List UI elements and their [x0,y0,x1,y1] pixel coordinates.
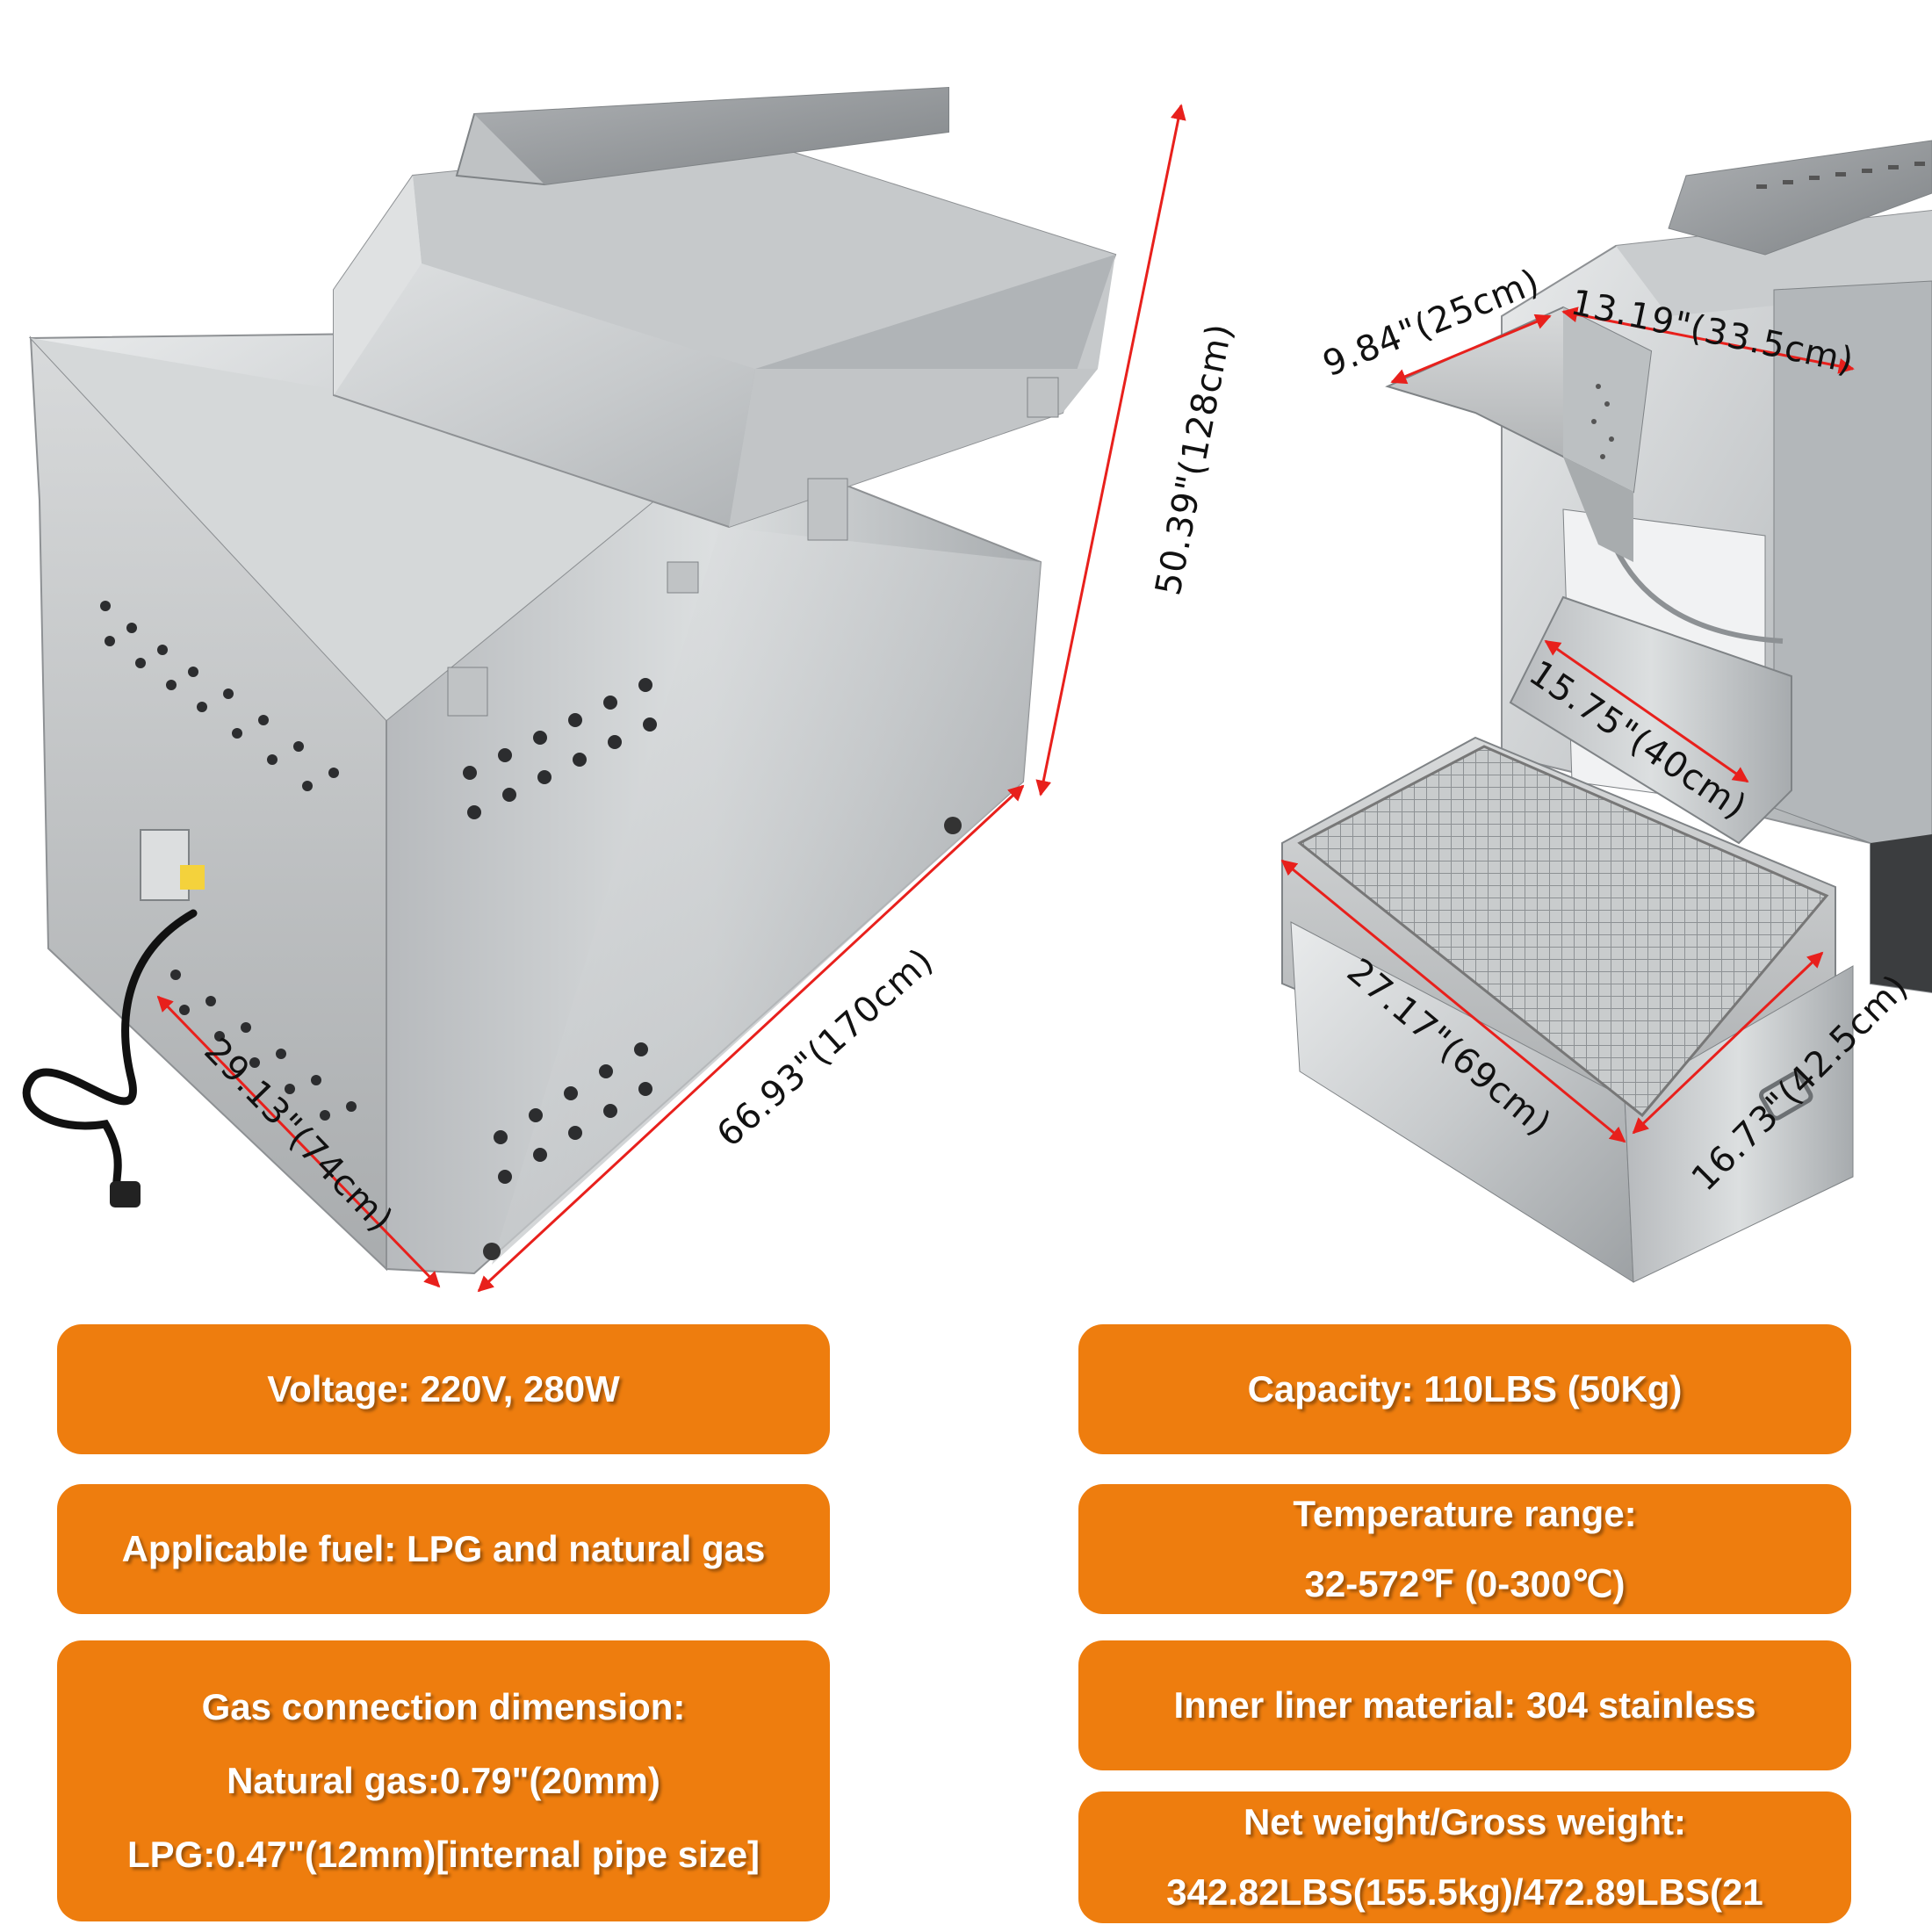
roaster-machine-left [22,86,1186,1293]
spec-weight: Net weight/Gross weight: 342.82LBS(155.5… [1078,1791,1851,1923]
spec-gas-connection: Gas connection dimension: Natural gas:0.… [57,1640,830,1921]
spec-capacity: Capacity: 110LBS (50Kg) [1078,1324,1851,1454]
spec-capacity-text: Capacity: 110LBS (50Kg) [1247,1368,1683,1409]
spec-voltage-text: Voltage: 220V, 280W [267,1368,620,1409]
spec-fuel-text: Applicable fuel: LPG and natural gas [121,1528,766,1569]
spec-temperature-title: Temperature range: [1293,1493,1637,1534]
spec-temperature: Temperature range: 32-572℉ (0-300℃) [1078,1484,1851,1614]
spec-gas-lpg: LPG:0.47"(12mm)[internal pipe size] [126,1834,761,1875]
spec-voltage: Voltage: 220V, 280W [57,1324,830,1454]
machine-illustrations [22,86,1932,1293]
spec-weight-value: 342.82LBS(155.5kg)/472.89LBS(21 [1166,1871,1763,1913]
roaster-machine-right [1280,140,1932,1283]
spec-weight-title: Net weight/Gross weight: [1243,1801,1687,1842]
spec-temperature-value: 32-572℉ (0-300℃) [1304,1563,1626,1604]
product-photos: 50.39"(128cm) 66.93"(170cm) 29.13"(74cm)… [22,86,1932,1293]
spec-inner-liner-text: Inner liner material: 304 stainless [1173,1684,1756,1726]
spec-gas-natural: Natural gas:0.79"(20mm) [227,1760,660,1801]
spec-inner-liner: Inner liner material: 304 stainless [1078,1640,1851,1770]
spec-fuel: Applicable fuel: LPG and natural gas [57,1484,830,1614]
spec-gas-title: Gas connection dimension: [201,1686,686,1727]
